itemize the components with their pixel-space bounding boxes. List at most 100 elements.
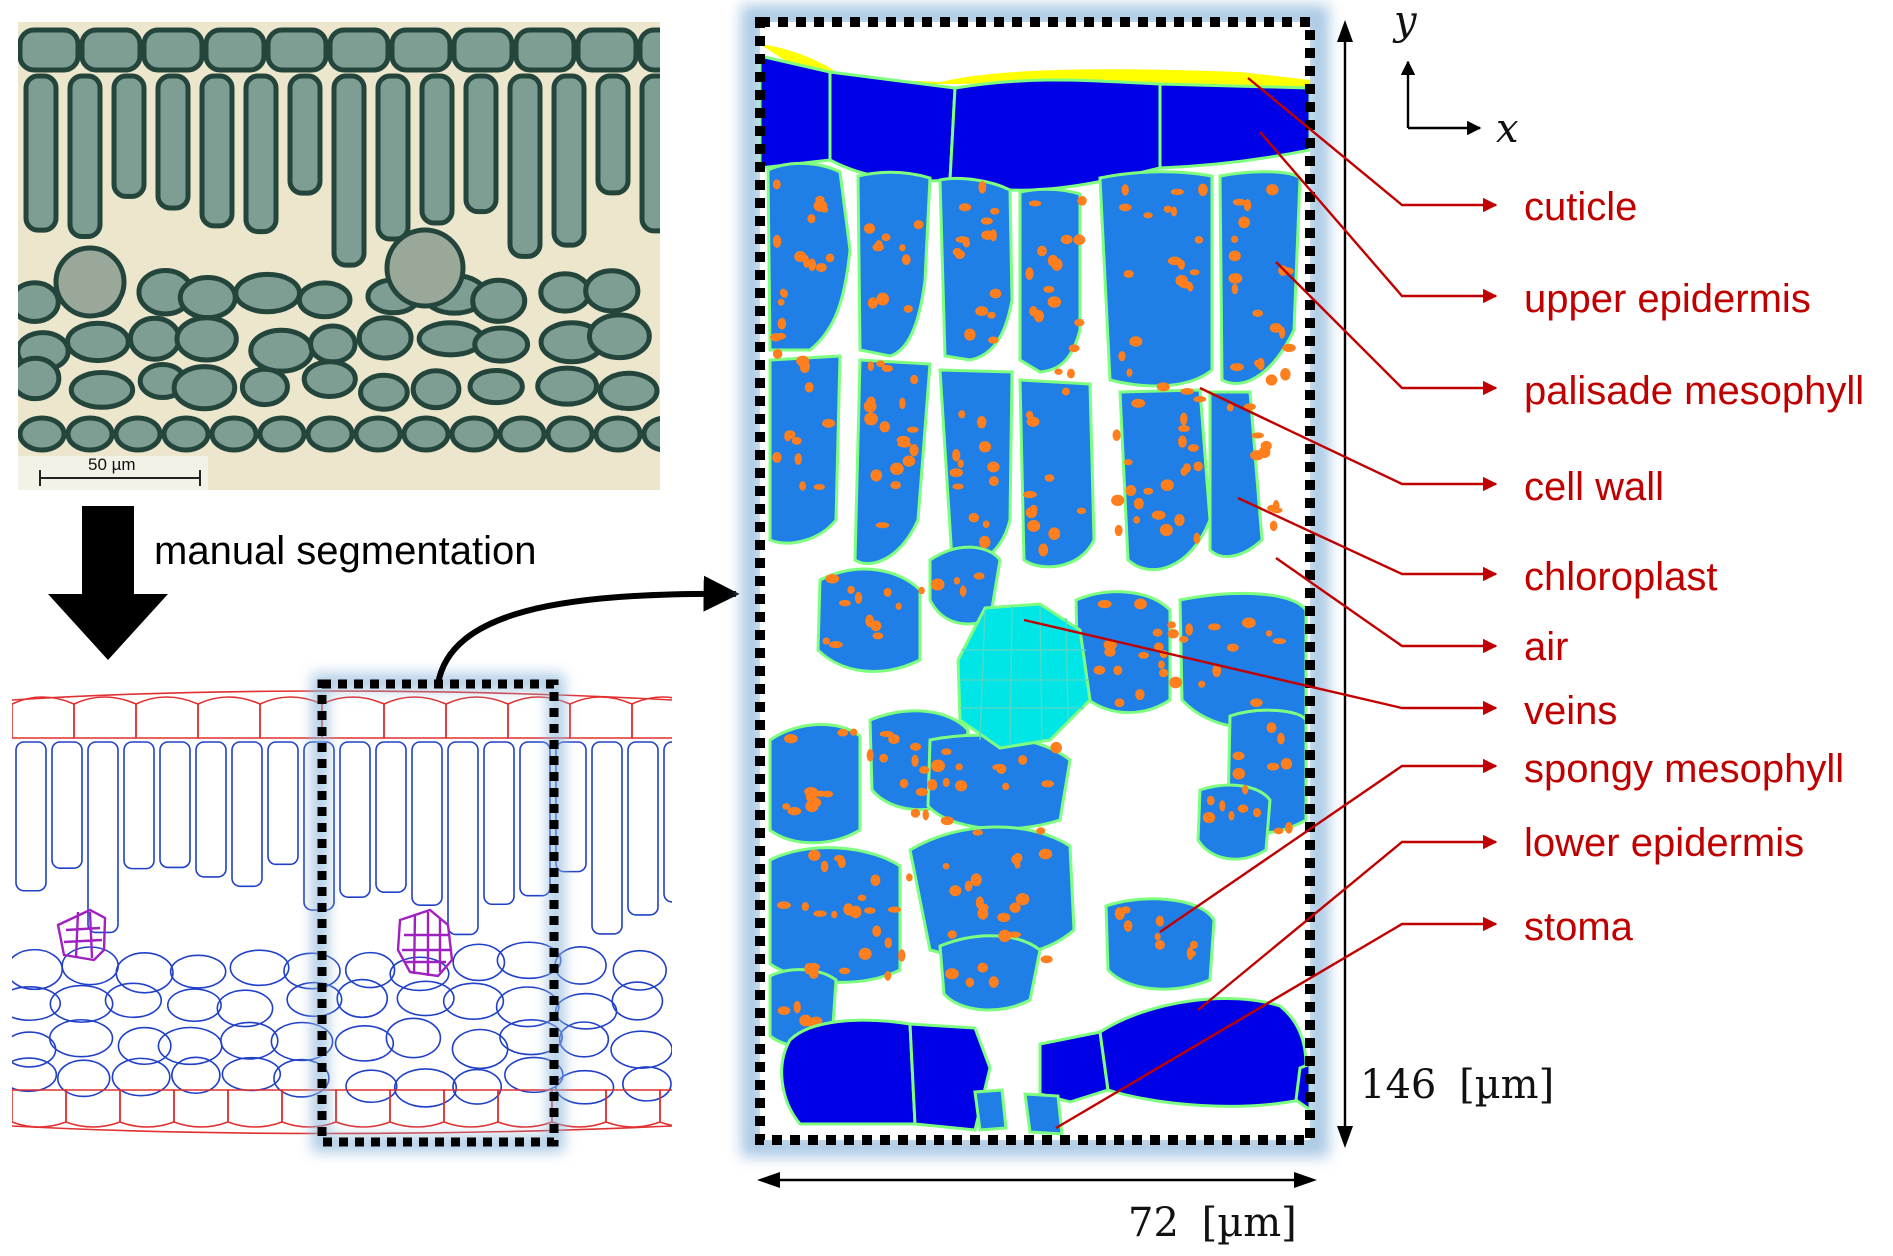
mesophyll-cell (1018, 378, 1096, 569)
chloroplast (922, 809, 929, 821)
vein-bundle (956, 602, 1092, 750)
chloroplast (838, 967, 851, 975)
chloroplast (1118, 351, 1126, 362)
chloroplast (875, 240, 883, 248)
chloroplast (942, 862, 950, 870)
micro-palisade-cell (375, 73, 411, 242)
chloroplast (947, 930, 957, 939)
chloroplast (821, 790, 834, 798)
chloroplast (957, 459, 964, 468)
zoom-arrow (435, 575, 740, 685)
chloroplast (822, 637, 831, 645)
chloroplast (881, 233, 891, 242)
manual-segmentation-label: manual segmentation (154, 529, 536, 573)
chloroplast (1202, 811, 1216, 824)
chloroplast (1015, 893, 1030, 906)
outline-upper-epidermis-cell (321, 696, 385, 739)
chloroplast (808, 849, 821, 861)
micro-spongy-cell (467, 368, 525, 406)
micro-epidermis-cell (637, 27, 660, 73)
micro-palisade-cell (419, 73, 455, 226)
micro-spongy-cell (535, 365, 600, 407)
chloroplast (863, 223, 876, 234)
mesophyll-cell (1196, 783, 1272, 861)
chloroplast (899, 397, 906, 410)
chloroplast (772, 234, 782, 248)
chloroplast (1265, 374, 1278, 386)
chloroplast (1037, 245, 1047, 257)
chloroplast (1266, 722, 1277, 733)
micro-spongy-cell (18, 355, 62, 402)
chloroplast (890, 462, 904, 475)
micro-lower-epidermis-cell (497, 415, 547, 453)
chloroplast (1121, 184, 1129, 196)
chloroplast (1242, 784, 1249, 795)
outline-palisade-cell (123, 741, 155, 870)
chloroplast (808, 258, 817, 272)
chloroplast (1253, 808, 1261, 818)
chloroplast (1033, 309, 1045, 323)
chloroplast (1228, 273, 1243, 284)
chloroplast (776, 901, 791, 909)
chloroplast (915, 787, 928, 797)
chloroplast (964, 880, 973, 892)
chloroplast (1178, 435, 1187, 448)
outline-palisade-cell (591, 741, 623, 935)
chloroplast (930, 578, 945, 591)
chloroplast (1232, 768, 1246, 780)
mesophyll-cell (1098, 170, 1214, 388)
micro-spongy-cell (177, 275, 238, 321)
micro-spongy-cell (233, 271, 302, 315)
chloroplast (1237, 804, 1249, 813)
chloroplast (979, 903, 989, 912)
chloroplast (931, 759, 946, 773)
chloroplast (959, 585, 967, 597)
outline-upper-epidermis-cell (135, 696, 199, 739)
chloroplast (822, 418, 836, 428)
chloroplast (906, 873, 913, 882)
chloroplast (980, 217, 993, 225)
chloroplast (875, 522, 890, 529)
micro-epidermis-cell (141, 27, 205, 73)
micro-vein-right (384, 227, 466, 309)
chloroplast (1022, 490, 1037, 499)
mesophyll-cell (938, 176, 1014, 362)
micro-palisade-cell (155, 73, 191, 211)
chloroplast (1026, 416, 1040, 427)
chloroplast (813, 483, 825, 491)
chloroplast (982, 520, 990, 528)
chloroplast (1048, 527, 1061, 540)
outline-vein-right (396, 908, 454, 978)
chloroplast (988, 976, 999, 988)
micrograph-panel: 50 µm (18, 22, 660, 490)
x-axis-label: x (1496, 106, 1519, 152)
height-label: 146 [µm] (1360, 1062, 1554, 1108)
chloroplast (777, 298, 785, 306)
chloroplast (870, 469, 883, 482)
chloroplast (1138, 651, 1149, 659)
chloroplast (1112, 429, 1121, 441)
outline-palisade-cell (447, 741, 479, 936)
outline-upper-epidermis-cell (197, 696, 261, 739)
micro-spongy-cell (583, 268, 641, 314)
chloroplast (1156, 382, 1170, 392)
chloroplast (975, 306, 989, 317)
chloroplast (1206, 795, 1215, 806)
micro-palisade-cell (507, 73, 543, 259)
outline-spongy-cell (166, 988, 222, 1023)
chloroplast (972, 829, 983, 836)
chloroplast (867, 297, 878, 309)
chloroplast (1011, 854, 1020, 865)
chloroplast (1163, 205, 1172, 213)
chloroplast (1212, 664, 1222, 678)
height-dimension: 146 [µm] (1337, 20, 1554, 1148)
chloroplast (1155, 915, 1164, 927)
label-spongy-mesophyll: spongy mesophyll (1524, 747, 1844, 791)
outline-spongy-cell (229, 949, 290, 987)
chloroplast (981, 230, 995, 240)
chloroplast (1228, 810, 1235, 821)
chloroplast (1025, 267, 1034, 281)
micro-palisade-cell (639, 73, 660, 234)
chloroplast (1284, 822, 1293, 834)
chloroplast (1167, 628, 1179, 639)
